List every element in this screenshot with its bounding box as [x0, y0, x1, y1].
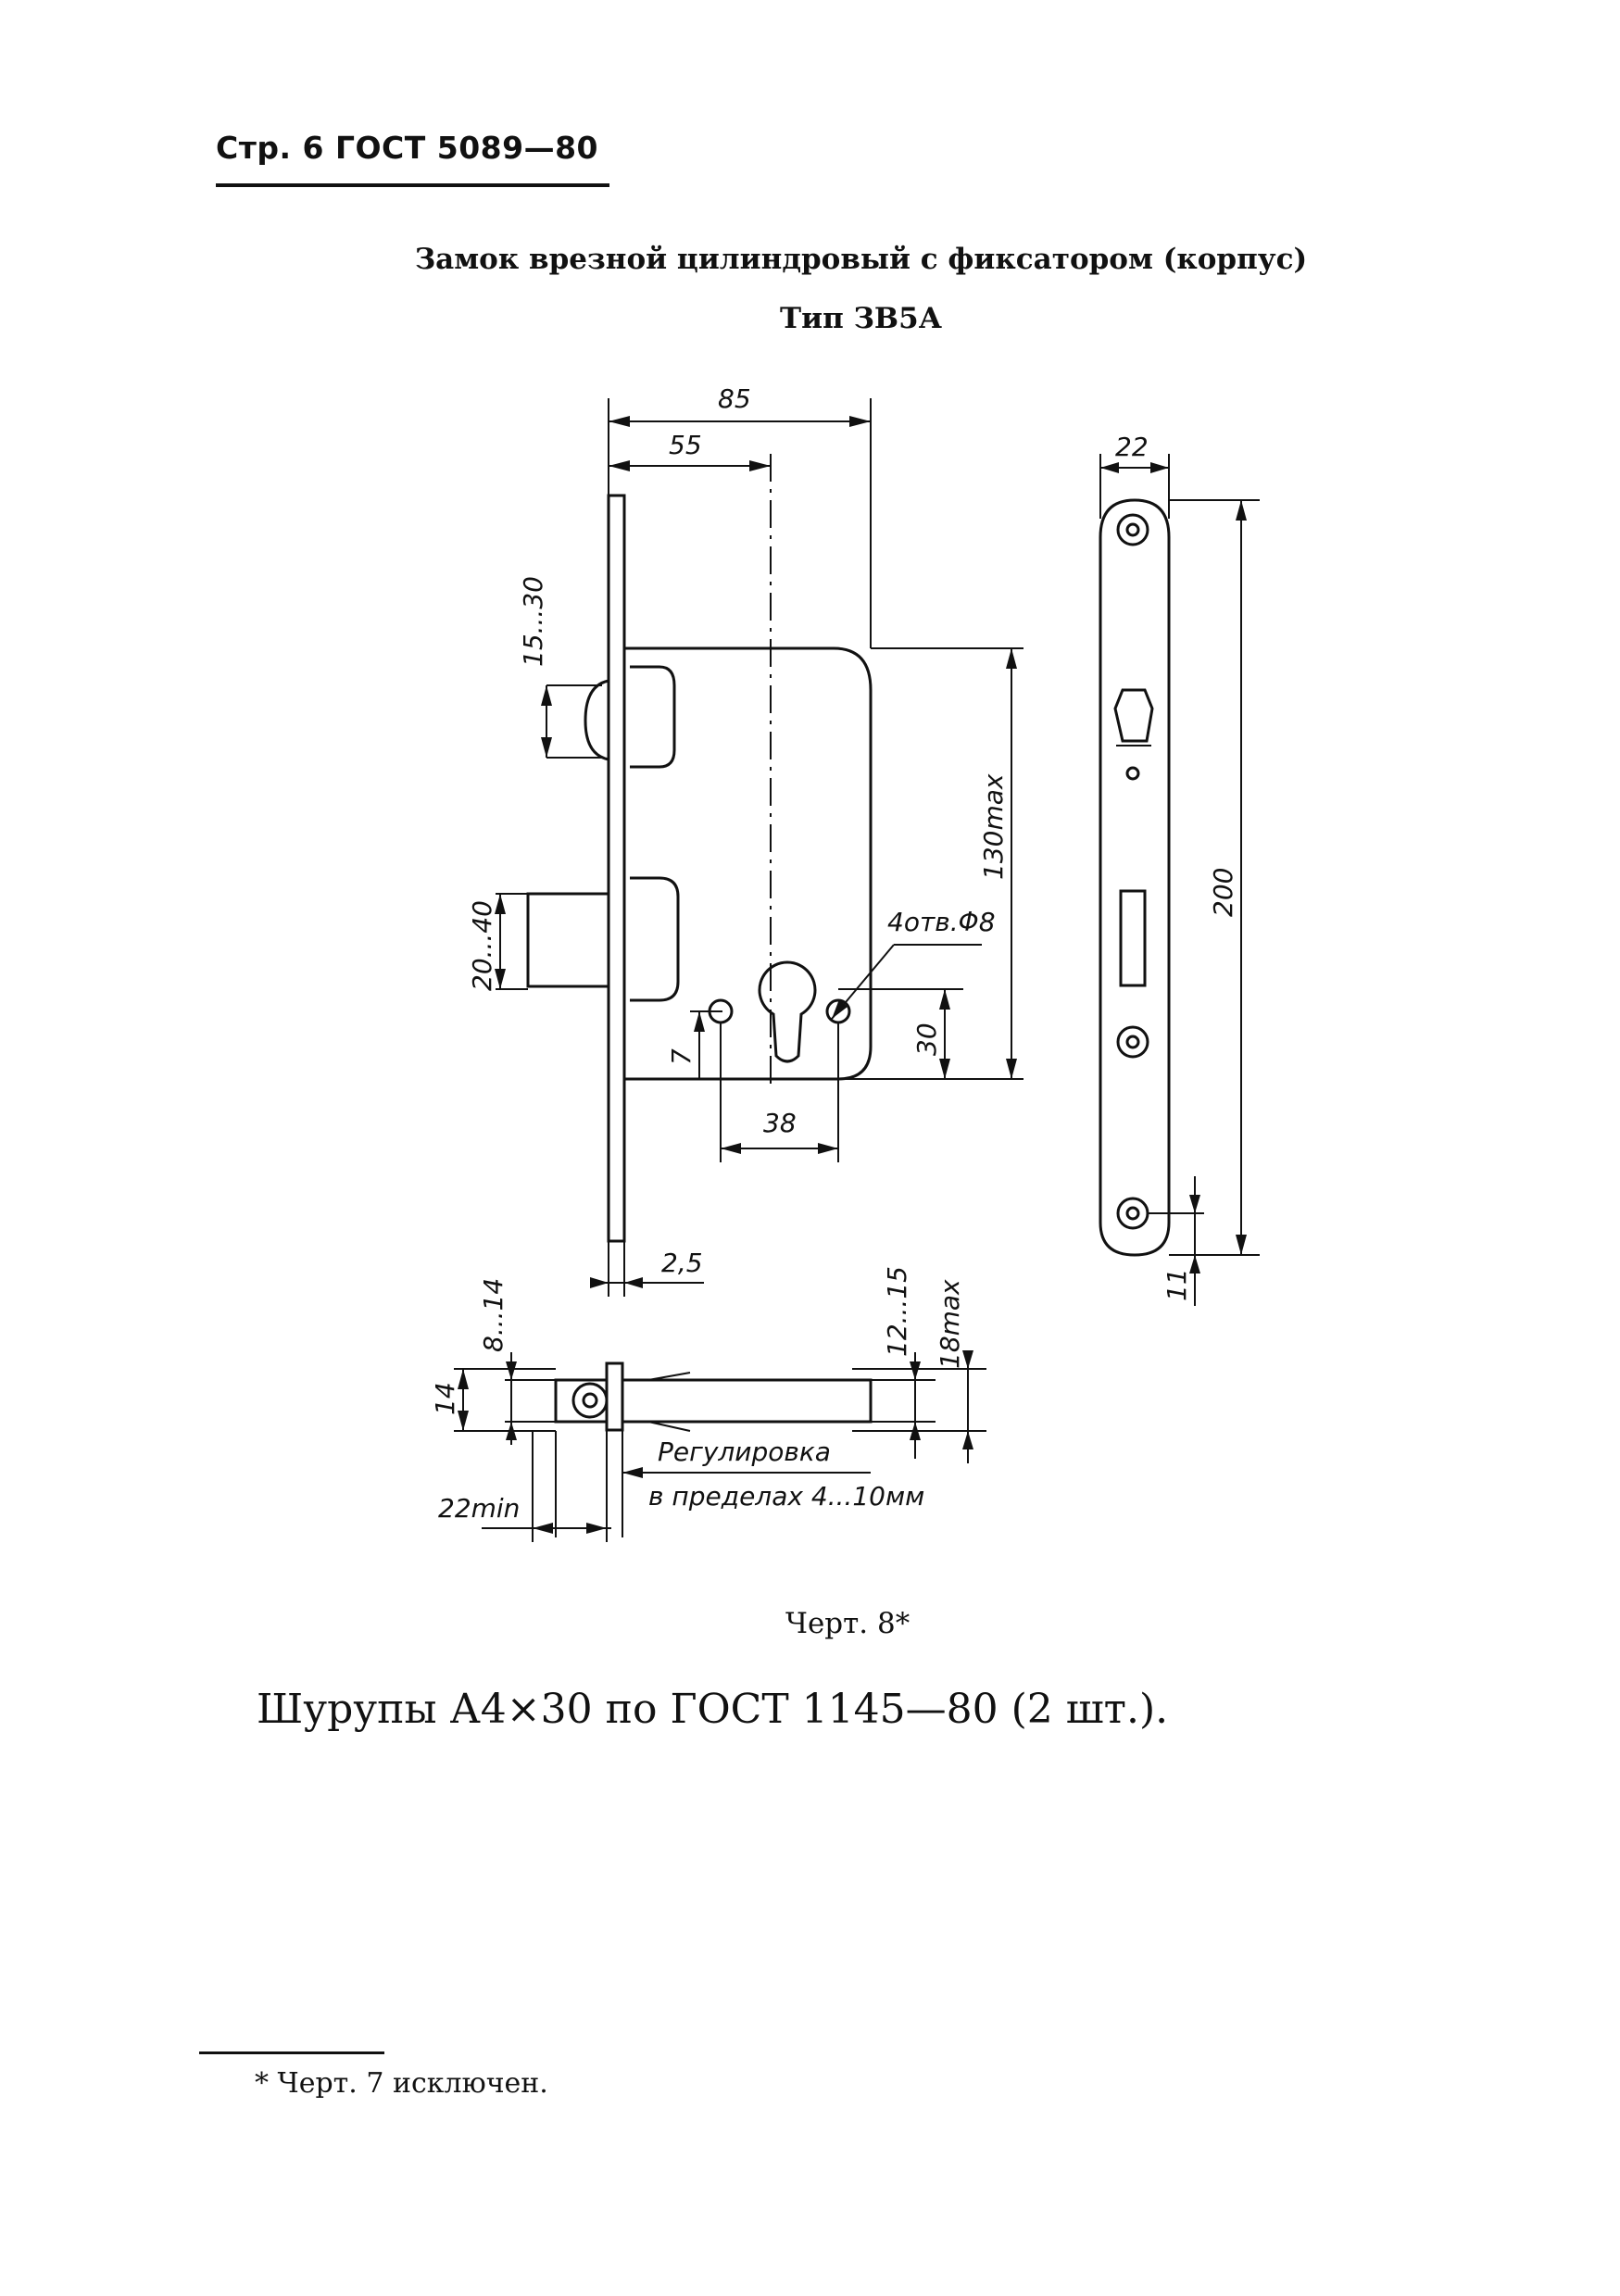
follower-hole: [1125, 766, 1140, 781]
deadbolt-window: [630, 876, 680, 1002]
dim-20-40: 20...40: [467, 900, 497, 991]
figure-subtitle-type: Тип ЗВ5А: [780, 302, 942, 335]
faceplate-strip: [607, 494, 626, 1243]
adjustment-range: в пределах 4...10мм: [648, 1481, 924, 1512]
footnote-rule: [199, 2051, 384, 2054]
dim-18max: 18max: [935, 1279, 965, 1369]
dim-14: 14: [430, 1382, 460, 1415]
bolt-opening: [1119, 889, 1147, 987]
dim-8-14: 8...14: [478, 1278, 509, 1352]
page-header: Стр. 6 ГОСТ 5089—80: [216, 130, 599, 166]
screw-hole-right: [825, 998, 851, 1024]
latch-opening: [1113, 688, 1154, 743]
dim-holes: 4отв.Φ8: [887, 907, 996, 937]
faceplate-screw-bottom: [1116, 1197, 1149, 1230]
dim-200: 200: [1208, 868, 1238, 917]
top-view-faceplate: [605, 1361, 624, 1432]
dim-7: 7: [666, 1048, 697, 1065]
figure-caption: Черт. 8*: [785, 1607, 910, 1640]
faceplate-side-view: [1099, 498, 1171, 1257]
dim-12-15: 12...15: [882, 1266, 912, 1357]
top-view-body: [622, 1378, 873, 1424]
cylinder-hole: [758, 960, 817, 1063]
latch-window: [630, 665, 676, 769]
dim-2-5: 2,5: [661, 1248, 703, 1278]
deadbolt: [526, 892, 610, 988]
dim-38: 38: [763, 1108, 797, 1138]
dim-22: 22: [1115, 432, 1149, 462]
top-view-roller: [571, 1382, 609, 1419]
faceplate-screw-middle: [1116, 1025, 1149, 1059]
dim-85: 85: [718, 383, 751, 414]
header-rule: [216, 183, 609, 187]
dim-22min: 22min: [438, 1493, 520, 1524]
dim-130max: 130max: [978, 773, 1009, 880]
latch-bolt: [584, 679, 609, 761]
faceplate-screw-top: [1116, 513, 1149, 546]
dim-30: 30: [911, 1023, 942, 1056]
dim-11: 11: [1162, 1268, 1192, 1301]
figure-title: Замок врезной цилиндровый с фиксатором (…: [414, 243, 1308, 276]
dim-55: 55: [669, 430, 702, 460]
adjustment-label: Регулировка: [658, 1437, 831, 1467]
dim-15-30: 15...30: [518, 576, 548, 667]
footnote: * Черт. 7 исключен.: [255, 2067, 548, 2100]
screws-note: Шурупы А4×30 по ГОСТ 1145—80 (2 шт.).: [257, 1686, 1169, 1733]
